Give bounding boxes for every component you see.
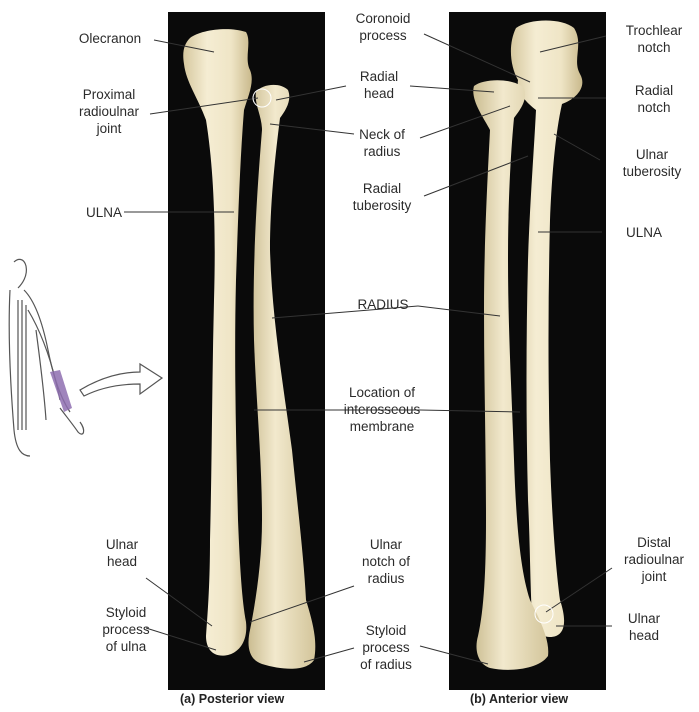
label-neck-of-radius: Neck of radius [342,126,422,160]
label-ulnar-tuberosity: Ulnar tuberosity [606,146,698,180]
location-arrow [80,364,162,396]
label-styloid-process-ulna: Styloid process of ulna [96,604,156,655]
label-ulna-posterior: ULNA [80,204,128,221]
label-radius: RADIUS [346,296,420,313]
label-ulnar-head-anterior: Ulnar head [612,610,676,644]
highlighted-forearm [50,370,72,412]
label-ulnar-head-posterior: Ulnar head [92,536,152,570]
label-interosseous-membrane: Location of interosseous membrane [328,384,436,435]
label-radial-tuberosity: Radial tuberosity [338,180,426,214]
label-coronoid-process: Coronoid process [338,10,428,44]
label-radial-notch: Radial notch [612,82,696,116]
label-distal-radioulnar-joint: Distal radioulnar joint [610,534,698,585]
label-ulnar-notch-of-radius: Ulnar notch of radius [346,536,426,587]
label-styloid-process-radius: Styloid process of radius [346,622,426,673]
label-proximal-radioulnar-joint: Proximal radioulnar joint [66,86,152,137]
caption-posterior-view: (a) Posterior view [180,692,284,706]
caption-anterior-view: (b) Anterior view [470,692,568,706]
label-radial-head: Radial head [344,68,414,102]
label-trochlear-notch: Trochlear notch [612,22,696,56]
label-olecranon: Olecranon [62,30,158,47]
arm-location-sketch [9,259,83,456]
label-ulna-anterior: ULNA [614,224,674,241]
